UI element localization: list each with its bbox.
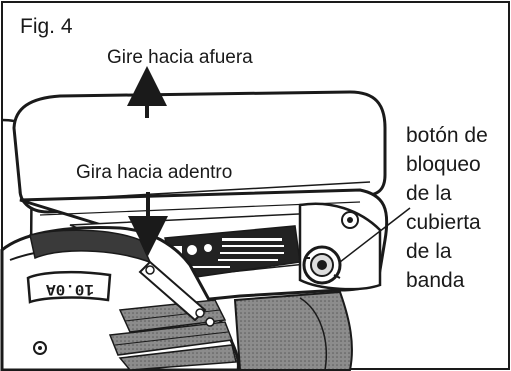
callout-line: banda: [406, 269, 465, 292]
callout-line: botón de: [406, 124, 488, 147]
handle-grip: [108, 299, 237, 371]
inward-label: Gira hacia adentro: [76, 162, 233, 183]
callout-line: de la: [406, 240, 452, 263]
callout-line: bloqueo: [406, 153, 481, 176]
amp-rating-text: 10.0A: [46, 280, 94, 298]
belt-cover: [12, 90, 387, 214]
callout-line: de la: [406, 182, 452, 205]
outward-label: Gire hacia afuera: [107, 47, 253, 68]
side-latch: [138, 260, 215, 327]
base-plate: [233, 290, 353, 371]
callout-line: cubierta: [406, 211, 481, 234]
cover-lock-button: [302, 245, 342, 285]
amp-rating-badge: 10.0A: [26, 270, 112, 304]
callout-leader: [339, 207, 411, 263]
figure-label: Fig. 4: [20, 15, 73, 38]
lock-button-callout: botón de bloqueo de la cubierta de la ba…: [406, 121, 510, 295]
